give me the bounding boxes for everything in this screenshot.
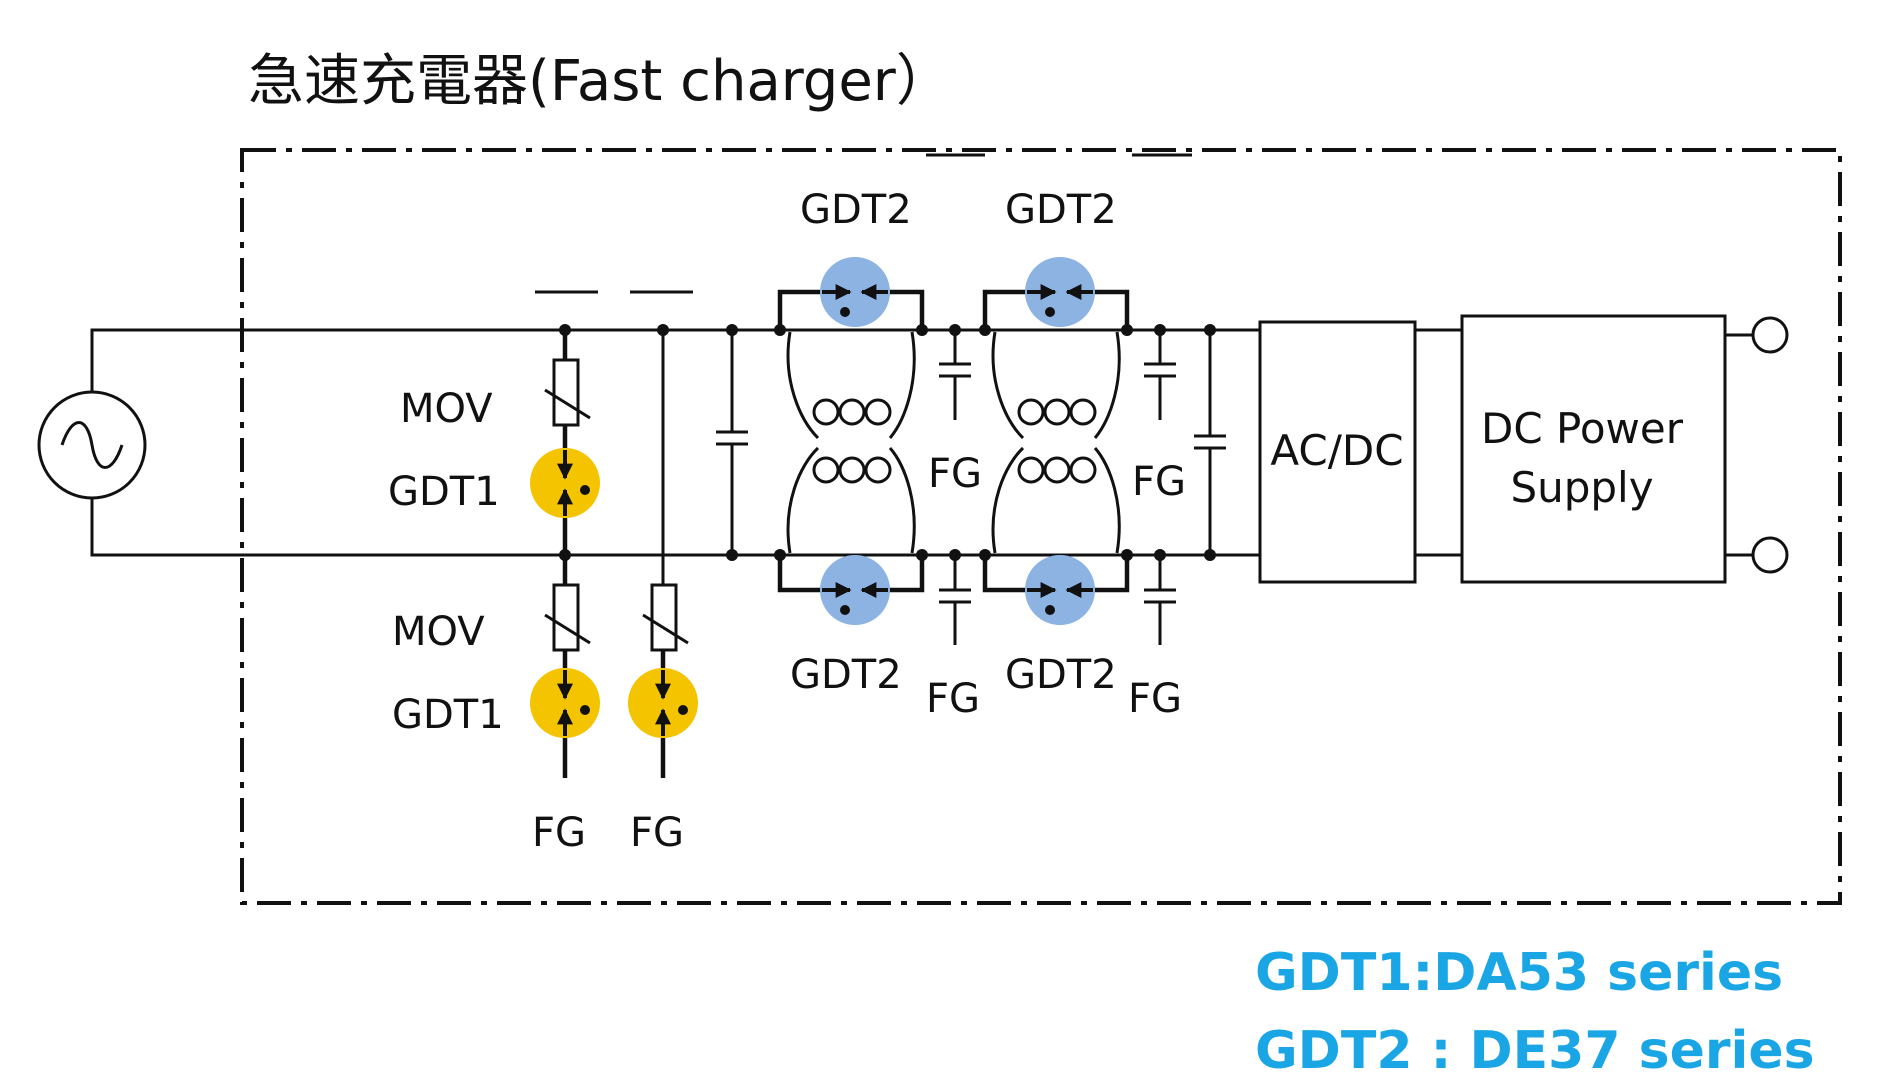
capacitor-icon (939, 555, 971, 645)
mov-gdt1-line-to-line (530, 330, 600, 555)
mov-gdt1-line-to-ground-2 (628, 330, 698, 778)
acdc-label: AC/DC (1270, 426, 1403, 475)
dc-power-supply-block (1460, 314, 1727, 584)
label-gdt2-bottom-2: GDT2 (1005, 652, 1117, 698)
label-mov-2: MOV (392, 609, 485, 655)
gas-discharge-tube-icon (1025, 257, 1095, 327)
junction-dots (559, 324, 1216, 561)
dc-power-label-line2: Supply (1510, 463, 1653, 512)
label-gdt2-bottom-1: GDT2 (790, 652, 902, 698)
output-terminal-icon (1751, 536, 1789, 574)
label-fg-1: FG (532, 810, 586, 856)
label-gdt2-top-1: GDT2 (800, 187, 912, 233)
capacitor-icon (1194, 330, 1226, 555)
legend-gdt2: GDT2 : DE37 series (1255, 1021, 1815, 1081)
label-fg-2: FG (630, 810, 684, 856)
enclosure-border (240, 148, 1842, 905)
label-gdt1-2: GDT1 (392, 692, 504, 738)
common-mode-choke-icon (777, 289, 925, 593)
common-mode-choke-icon (982, 289, 1130, 593)
acdc-block (1258, 320, 1417, 584)
legend-gdt1: GDT1:DA53 series (1255, 943, 1783, 1003)
varistor-icon (650, 583, 678, 652)
bottom-line (90, 498, 1260, 557)
capacitor-icon (1144, 330, 1176, 420)
label-fg-6: FG (1128, 676, 1182, 722)
varistor-icon (552, 583, 580, 652)
diagram-title: 急速充電器(Fast charger） (248, 49, 952, 114)
top-line (90, 328, 1260, 392)
gas-discharge-tube-icon (628, 668, 698, 738)
dc-power-label-line1: DC Power (1481, 404, 1684, 453)
gas-discharge-tube-icon (1025, 555, 1095, 625)
gas-discharge-tube-icon (530, 668, 600, 738)
gas-discharge-tube-icon (820, 555, 890, 625)
ac-source-icon (37, 390, 147, 500)
label-mov-1: MOV (400, 386, 493, 432)
varistor-icon (552, 358, 580, 427)
capacitor-icon (939, 330, 971, 420)
capacitor-icon (1144, 555, 1176, 645)
label-fg-4: FG (1132, 459, 1186, 505)
gas-discharge-tube-icon (530, 448, 600, 518)
capacitor-icon (716, 330, 748, 555)
label-fg-3: FG (928, 451, 982, 497)
label-fg-5: FG (926, 676, 980, 722)
overline-marks (535, 153, 1192, 294)
gas-discharge-tube-icon (820, 257, 890, 327)
label-gdt1-1: GDT1 (388, 469, 500, 515)
label-gdt2-top-2: GDT2 (1005, 187, 1117, 233)
mov-gdt1-line-to-ground-1 (530, 555, 600, 778)
output-terminal-icon (1751, 316, 1789, 354)
